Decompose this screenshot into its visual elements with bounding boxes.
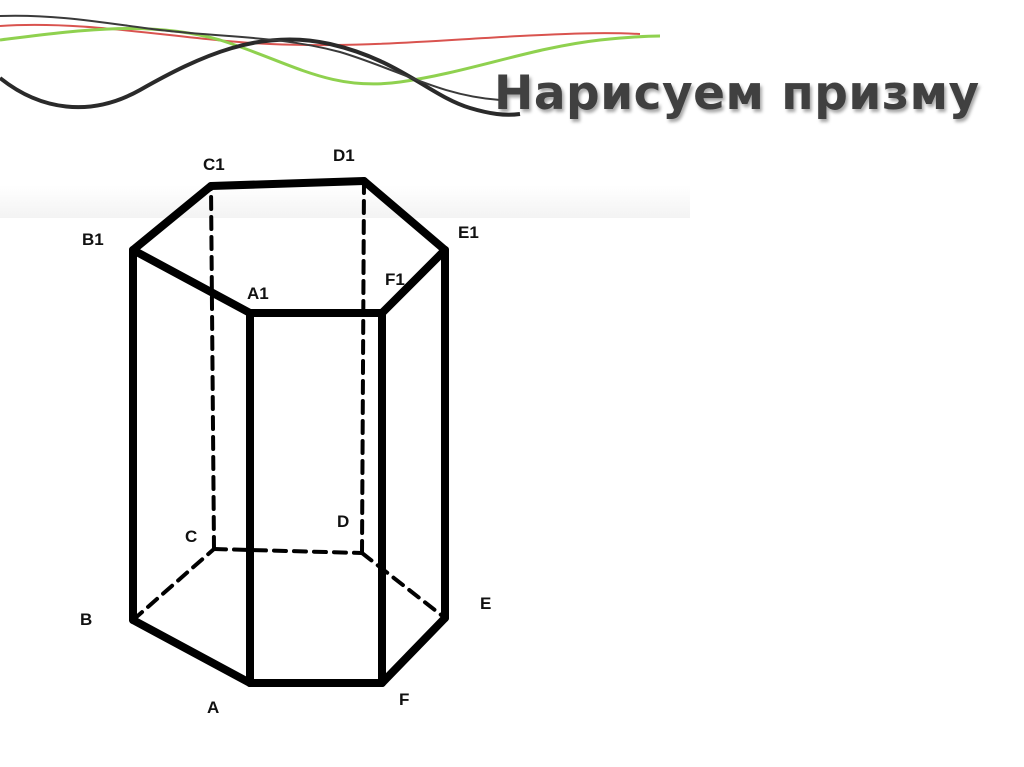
- edge-D-D1: [360, 179, 366, 555]
- green-swoosh: [0, 26, 661, 86]
- vertex-label-A1: A1: [247, 284, 269, 303]
- edge-B-C: [131, 547, 216, 622]
- vertex-label-F1: F1: [385, 270, 405, 289]
- vertex-label-F: F: [399, 690, 409, 709]
- edge-C-C1: [209, 184, 216, 551]
- edge-A1-B1: [129, 246, 254, 317]
- vertex-label-C1: C1: [203, 155, 225, 174]
- edge-D-E: [360, 551, 447, 620]
- edge-A-B: [129, 616, 254, 687]
- vertex-label-B1: B1: [82, 230, 104, 249]
- edge-E1-F1: [378, 246, 449, 317]
- visible-edges: [129, 177, 449, 687]
- vertex-label-D1: D1: [333, 146, 355, 165]
- vertex-label-C: C: [185, 527, 197, 546]
- vertex-label-D: D: [337, 512, 349, 531]
- hidden-edges: [131, 179, 447, 622]
- vertex-label-A: A: [207, 698, 219, 717]
- vertex-label-E1: E1: [458, 223, 479, 242]
- edge-F-E: [378, 614, 449, 687]
- edge-B1-C1: [129, 182, 215, 254]
- edge-D1-E1: [360, 177, 449, 254]
- slide-title: Нарисуем призму: [494, 66, 980, 121]
- vertex-label-E: E: [480, 594, 491, 613]
- edge-C1-D1: [207, 177, 368, 190]
- edge-C-D: [212, 547, 364, 555]
- vertex-label-B: B: [80, 610, 92, 629]
- black-swoosh-1: [0, 37, 521, 117]
- black-swoosh-2: [0, 14, 501, 101]
